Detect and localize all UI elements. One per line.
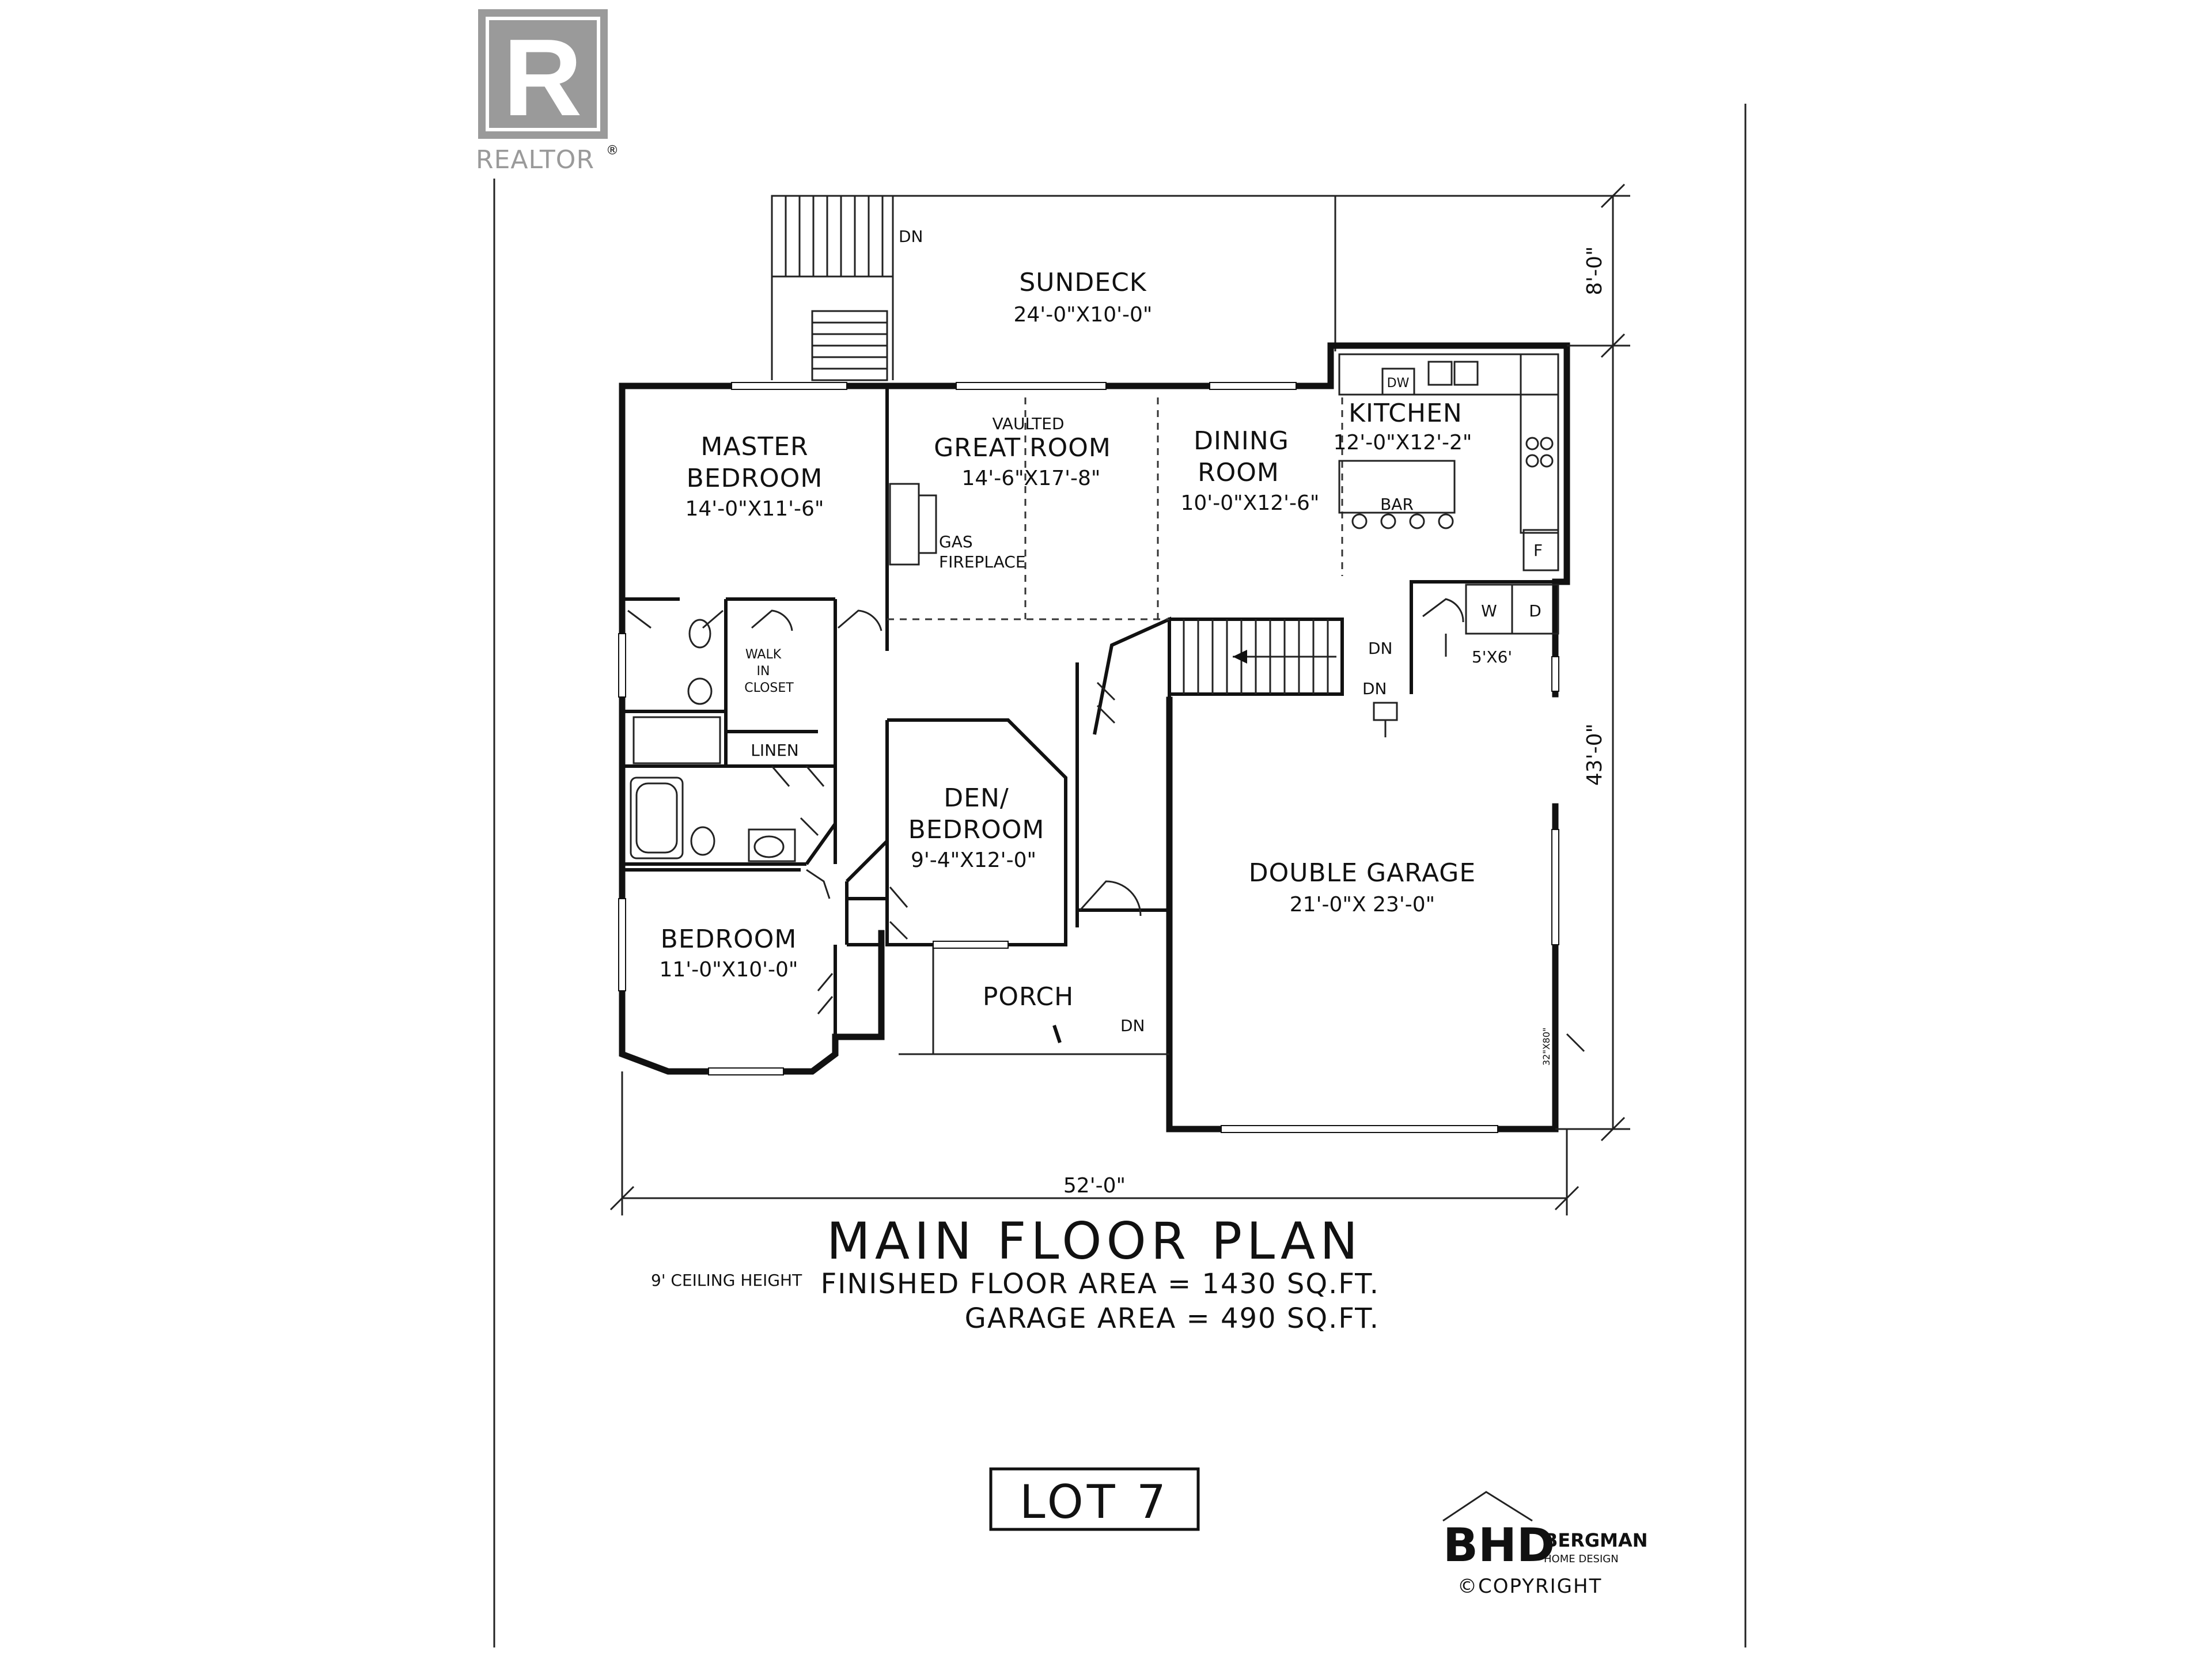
master-bedroom-label-1: MASTER: [700, 432, 808, 461]
realtor-logo: R REALTOR ®: [476, 9, 619, 175]
realtor-logo-letter: R: [503, 17, 582, 139]
realtor-wordmark: REALTOR: [476, 145, 594, 175]
great-room-dimensions: 14'-6"X17'-8": [962, 467, 1101, 490]
copyright-text: ©COPYRIGHT: [1457, 1575, 1602, 1598]
porch-dn-label: DN: [1120, 1016, 1145, 1035]
garage-door-dn-label: DN: [1362, 679, 1387, 698]
lot-number: LOT 7: [1020, 1475, 1169, 1529]
sundeck-stair-dn: DN: [899, 227, 923, 246]
windows: [618, 382, 1559, 1133]
overall-depth: 43'-0": [1583, 724, 1607, 786]
master-bedroom-label-2: BEDROOM: [687, 464, 823, 493]
interior-walls: [622, 386, 1567, 1055]
bedroom-label: BEDROOM: [661, 925, 797, 954]
den-bedroom-label-2: BEDROOM: [908, 815, 1045, 844]
bath-fixtures: [630, 483, 937, 862]
great-room-label: GREAT ROOM: [934, 433, 1111, 463]
dishwasher-label: DW: [1387, 376, 1410, 391]
kitchen-label: KITCHEN: [1349, 399, 1463, 428]
bergman-name: BERGMAN: [1544, 1529, 1648, 1551]
sundeck-area: DN SUNDECK 24'-0"X10'-0": [771, 195, 1336, 381]
fireplace-label: FIREPLACE: [939, 552, 1026, 571]
bar-label: BAR: [1380, 495, 1414, 514]
walk-in-closet-label-2: IN: [757, 664, 770, 679]
realtor-logo-square: [478, 9, 608, 139]
sundeck-label: SUNDECK: [1019, 268, 1146, 297]
sundeck-dimensions: 24'-0"X10'-0": [1014, 303, 1153, 327]
gas-label: GAS: [939, 532, 973, 551]
kitchen-dimensions: 12'-0"X12'-2": [1334, 431, 1472, 454]
stair-dn-label: DN: [1368, 639, 1393, 658]
dryer-label: D: [1529, 601, 1541, 620]
deck-depth: 8'-0": [1583, 246, 1607, 295]
dining-room-dimensions: 10'-0"X12'-6": [1181, 491, 1320, 515]
dining-room-label-1: DINING: [1194, 426, 1289, 456]
bergman-tagline: HOME DESIGN: [1544, 1553, 1619, 1565]
den-bedroom-dimensions: 9'-4"X12'-0": [911, 849, 1036, 872]
kitchen-fixtures: [1338, 353, 1559, 571]
garage-door-size: 32"X80": [1541, 1028, 1552, 1066]
walk-in-closet-label-3: CLOSET: [744, 681, 794, 695]
overall-width: 52'-0": [1063, 1174, 1126, 1198]
bedroom-dimensions: 11'-0"X10'-0": [660, 958, 798, 982]
plan-title: MAIN FLOOR PLAN: [827, 1211, 1362, 1271]
realtor-registered-mark: ®: [606, 143, 619, 158]
den-bedroom-label-1: DEN/: [944, 783, 1009, 813]
linen-label: LINEN: [751, 741, 798, 760]
great-room-vaulted: VAULTED: [992, 414, 1064, 433]
bergman-logo: BHD BERGMAN HOME DESIGN ©COPYRIGHT: [1442, 1491, 1648, 1598]
ceiling-height: 9' CEILING HEIGHT: [651, 1271, 802, 1290]
garage-area: GARAGE AREA = 490 SQ.FT.: [965, 1302, 1380, 1335]
dining-room-label-2: ROOM: [1198, 458, 1279, 487]
room-dividers: [887, 397, 1343, 620]
bergman-monogram: BHD: [1443, 1518, 1555, 1572]
fridge-label: F: [1533, 541, 1543, 560]
room-labels: MASTER BEDROOM 14'-0"X11'-6" VAULTED GRE…: [660, 376, 1552, 1066]
master-bedroom-dimensions: 14'-0"X11'-6": [685, 497, 824, 521]
double-garage-label: DOUBLE GARAGE: [1249, 858, 1476, 888]
door-swings: [627, 598, 1585, 1052]
dimension-lines: [609, 183, 1630, 1215]
finished-floor-area: FINISHED FLOOR AREA = 1430 SQ.FT.: [821, 1268, 1380, 1300]
lot-box: [989, 1467, 1200, 1531]
laundry-dimensions: 5'X6': [1472, 647, 1512, 666]
porch-label: PORCH: [983, 982, 1074, 1012]
walk-in-closet-label-1: WALK: [745, 647, 782, 662]
washer-label: W: [1481, 601, 1497, 620]
double-garage-dimensions: 21'-0"X 23'-0": [1290, 893, 1435, 916]
exterior-walls: [619, 342, 1570, 1132]
